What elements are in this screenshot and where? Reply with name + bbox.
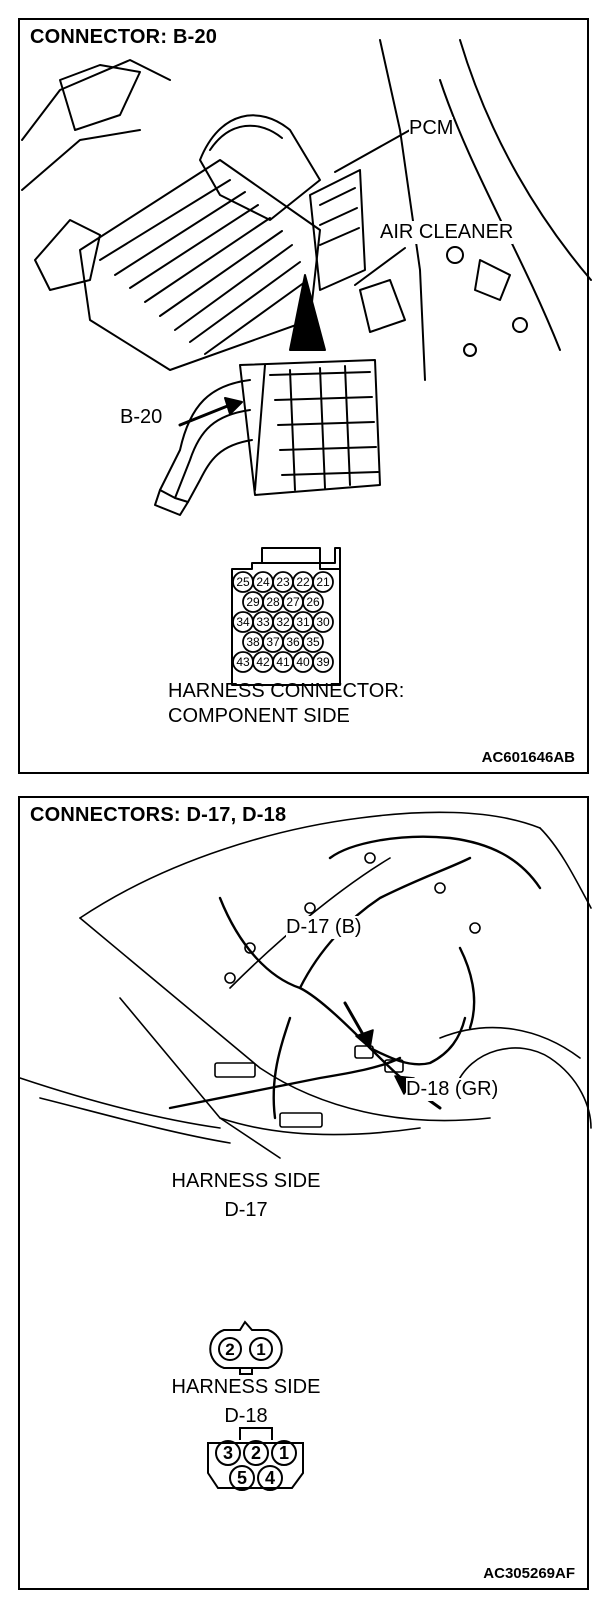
pin-label: 36 [286, 635, 300, 649]
pin-label: 22 [296, 575, 310, 589]
d18-pin-label: 1 [279, 1443, 289, 1463]
pin-label: 35 [306, 635, 320, 649]
pin-label: 43 [236, 655, 250, 669]
d17-label: D-17 [224, 1199, 268, 1221]
pin-label: 37 [266, 635, 280, 649]
pin-label: 26 [306, 595, 320, 609]
pin-label: 40 [296, 655, 310, 669]
d18-pin-label: 4 [265, 1468, 275, 1488]
air-cleaner-label: AIR CLEANER [380, 221, 514, 244]
pin-label: 39 [316, 655, 330, 669]
d17-pin-label: 2 [225, 1340, 234, 1359]
d18-connector-face [207, 1427, 304, 1491]
pin-label: 34 [236, 615, 250, 629]
d18-pin-label: 5 [237, 1468, 247, 1488]
pin-label: 25 [236, 575, 250, 589]
component-side-label: COMPONENT SIDE [168, 705, 350, 727]
d17-callout-label: D-17 (B) [286, 916, 362, 939]
d17-connector-face [209, 1320, 283, 1375]
panel-title: CONNECTOR: B-20 [30, 26, 218, 48]
pin-label: 42 [256, 655, 270, 669]
d18-pin-label: 2 [251, 1443, 261, 1463]
pin-label: 27 [286, 595, 300, 609]
figure-ref-code: AC305269AF [483, 1565, 575, 1582]
pin-label: 41 [276, 655, 290, 669]
pin-label: 29 [246, 595, 260, 609]
b20-pin-labels: 25 24 23 22 21 29 28 27 26 34 33 32 31 3… [236, 575, 330, 669]
harness-side-label-d18: HARNESS SIDE [171, 1376, 321, 1398]
panel-title: CONNECTORS: D-17, D-18 [30, 804, 287, 826]
pin-label: 31 [296, 615, 310, 629]
d18-label: D-18 [224, 1405, 268, 1427]
vehicle-harness-illustration: 2 1 3 2 1 5 4 [19, 811, 592, 1491]
harness-side-label-d17: HARNESS SIDE [171, 1170, 321, 1192]
pin-label: 21 [316, 575, 330, 589]
d17-pin-label: 1 [256, 1340, 265, 1359]
d18-pin-label: 3 [223, 1443, 233, 1463]
engine-bay-illustration: 25 24 23 22 21 29 28 27 26 34 33 32 31 3… [21, 39, 592, 686]
pin-label: 24 [256, 575, 270, 589]
pin-label: 23 [276, 575, 290, 589]
pin-label: 30 [316, 615, 330, 629]
pcm-label: PCM [409, 117, 454, 140]
pin-label: 28 [266, 595, 280, 609]
figure-ref-code: AC601646AB [481, 749, 575, 766]
connectors-d17-d18-panel: CONNECTORS: D-17, D-18 [18, 796, 592, 1590]
d18-callout-label: D-18 (GR) [406, 1078, 499, 1101]
harness-connector-label: HARNESS CONNECTOR: [168, 680, 405, 702]
pin-label: 38 [246, 635, 260, 649]
connector-b20-panel: CONNECTOR: B-20 [18, 18, 592, 774]
pin-label: 32 [276, 615, 290, 629]
b20-callout-label: B-20 [120, 406, 163, 429]
pin-label: 33 [256, 615, 270, 629]
